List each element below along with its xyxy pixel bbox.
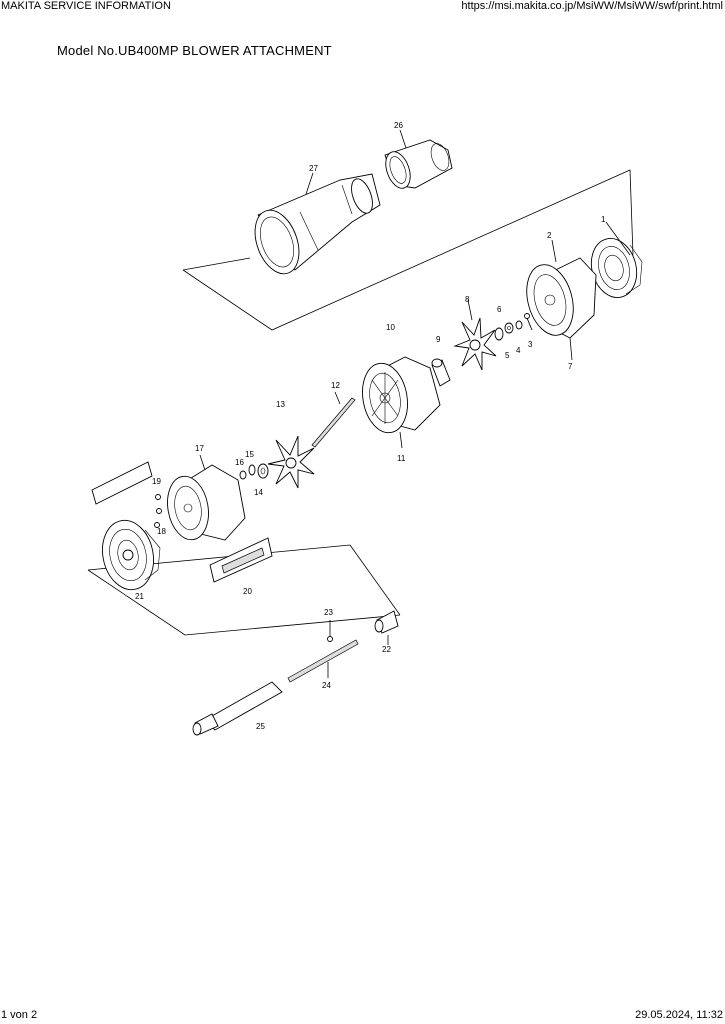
part-9-spacer	[431, 358, 451, 387]
part-22-sleeve	[374, 610, 399, 634]
part-label-7: 7	[568, 362, 573, 371]
footer-page-number: 1 von 2	[1, 1009, 38, 1021]
part-label-9: 9	[436, 335, 441, 344]
part-20-label	[209, 537, 273, 583]
part-16-nut	[239, 470, 247, 480]
part-25-pipe	[192, 681, 283, 736]
part-label-15: 15	[245, 450, 254, 459]
part-18-screws	[154, 494, 162, 528]
part-label-21: 21	[135, 592, 144, 601]
group-outline-lower	[87, 569, 401, 636]
part-label-19: 19	[152, 477, 161, 486]
part-label-14: 14	[254, 488, 263, 497]
part-label-10: 10	[386, 323, 395, 332]
part-label-6: 6	[497, 305, 502, 314]
part-6-washer	[494, 327, 504, 341]
part-17-housing	[167, 464, 246, 541]
part-label-8: 8	[465, 295, 470, 304]
part-label-18: 18	[157, 527, 166, 536]
part-label-26: 26	[394, 121, 403, 130]
group-outline-lower-right	[349, 544, 401, 616]
part-label-4: 4	[516, 346, 521, 355]
part-label-22: 22	[382, 645, 391, 654]
part-27-nozzle	[254, 173, 381, 275]
part-23-pin	[327, 636, 333, 642]
part-label-16: 16	[235, 458, 244, 467]
part-label-1: 1	[601, 215, 606, 224]
part-label-5: 5	[505, 351, 510, 360]
part-label-23: 23	[324, 608, 333, 617]
part-26-coupling	[384, 139, 453, 189]
group-outline-upper-left	[182, 257, 251, 271]
part-3-screw	[524, 313, 533, 331]
part-label-20: 20	[243, 587, 252, 596]
part-12-shaft	[311, 397, 356, 448]
part-2-fan-housing	[526, 257, 597, 339]
part-24-driveshaft	[287, 639, 359, 683]
part-4-washer	[515, 320, 523, 330]
part-label-13: 13	[276, 400, 285, 409]
part-8-fan	[453, 317, 497, 371]
footer-datetime: 29.05.2024, 11:32	[635, 1009, 723, 1021]
header-url-text[interactable]: https://msi.makita.co.jp/MsiWW/MsiWW/swf…	[461, 0, 723, 12]
group-outline-upper	[182, 169, 634, 331]
part-label-2: 2	[547, 231, 552, 240]
part-10-housing	[362, 356, 441, 434]
part-21-cover	[102, 519, 161, 591]
part-label-3: 3	[528, 340, 533, 349]
part-5-nut	[504, 322, 514, 334]
page-title: Model No.UB400MP BLOWER ATTACHMENT	[57, 43, 332, 58]
header-left-text: MAKITA SERVICE INFORMATION	[1, 0, 171, 12]
part-14-bearing	[257, 463, 269, 479]
part-label-27: 27	[309, 164, 318, 173]
part-label-11: 11	[397, 454, 406, 463]
part-label-24: 24	[322, 681, 331, 690]
part-15-washer	[248, 464, 256, 476]
part-label-25: 25	[256, 722, 265, 731]
part-13-fan	[267, 435, 315, 489]
part-label-12: 12	[331, 381, 340, 390]
part-label-17: 17	[195, 444, 204, 453]
part-19-label	[91, 461, 153, 505]
